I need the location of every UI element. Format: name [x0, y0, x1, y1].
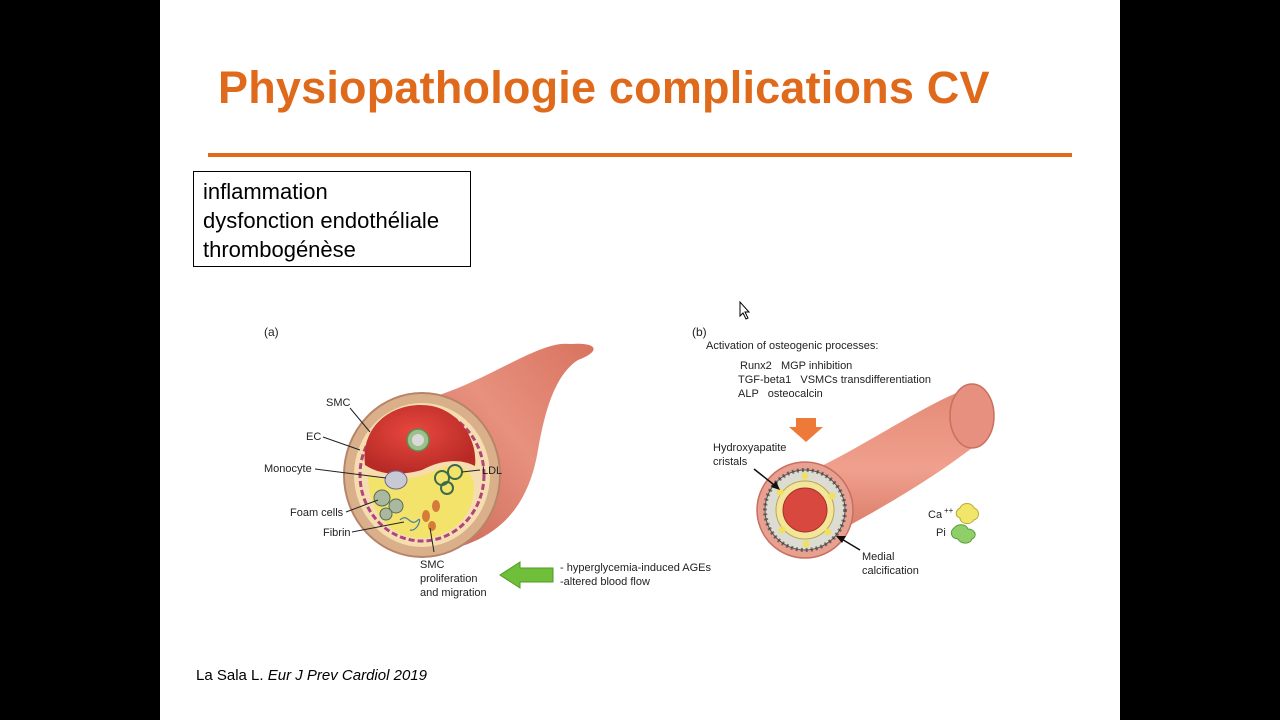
citation-author: La Sala L.	[196, 667, 264, 684]
monocyte-cell	[384, 470, 408, 490]
label-monocyte: Monocyte	[264, 463, 312, 475]
label-ldl: LDL	[482, 465, 502, 477]
arrowhead-hydroxyapatite	[771, 481, 780, 490]
mineral-mesh	[763, 468, 847, 552]
panel-b-label: (b)	[692, 325, 707, 339]
label-medial-2: calcification	[862, 565, 919, 577]
lumen-b	[782, 487, 828, 533]
citation-journal: Eur J Prev Cardiol 2019	[267, 667, 427, 684]
panel-b: (b) Activation of osteogenic processes: …	[692, 325, 995, 577]
title-underline	[208, 153, 1072, 157]
label-hydroxyapatite-2: cristals	[713, 456, 748, 468]
leader-fibrin	[351, 521, 405, 533]
fibrin-strands	[399, 517, 421, 531]
label-foam-cells: Foam cells	[290, 507, 344, 519]
label-smc: SMC	[326, 397, 351, 409]
crystal-5	[801, 472, 809, 480]
artery-end-b	[949, 383, 995, 449]
label-smc-prolif-2: proliferation	[420, 573, 477, 585]
label-ca: Ca	[928, 509, 943, 521]
box-line-endothelial-dysfunction: dysfonction endothéliale	[203, 208, 440, 233]
phosphate-ion-shape	[950, 524, 976, 544]
leader-monocyte	[314, 468, 387, 479]
label-ca-superscript: ++	[944, 506, 954, 515]
leader-smc-proliferation	[429, 527, 435, 553]
process-alp: ALP osteocalcin	[738, 388, 823, 400]
panel-a: (a)	[264, 325, 712, 599]
crystal-4	[778, 526, 786, 534]
mouse-cursor-icon	[739, 300, 751, 320]
crystal-6	[802, 540, 810, 548]
arrow-text-blood-flow: -altered blood flow	[560, 576, 650, 588]
label-ec: EC	[306, 431, 321, 443]
arrowhead-medial	[836, 536, 846, 543]
citation: La Sala L. Eur J Prev Cardiol 2019	[196, 667, 427, 684]
arrow-text-ages: - hyperglycemia-induced AGEs	[560, 562, 712, 574]
process-runx2: Runx2 MGP inhibition	[740, 360, 852, 372]
panel-a-label: (a)	[264, 325, 279, 339]
green-left-arrow	[499, 561, 554, 589]
osteogenic-header: Activation of osteogenic processes:	[706, 340, 878, 352]
pathophysiology-figure: (a)	[160, 280, 1120, 640]
label-pi: Pi	[936, 527, 946, 539]
foam-cell-1	[373, 489, 391, 507]
process-tgf-beta1: TGF-beta1 VSMCs transdifferentiation	[738, 374, 931, 386]
label-hydroxyapatite-1: Hydroxyapatite	[713, 442, 786, 454]
key-mechanisms-box: inflammation dysfonction endothéliale th…	[193, 171, 471, 267]
leader-foam-cells	[345, 499, 379, 513]
crystal-3	[824, 528, 832, 536]
box-line-thrombogenesis: thrombogénèse	[203, 237, 356, 262]
label-smc-prolif-1: SMC	[420, 559, 445, 571]
leader-ldl	[461, 469, 481, 473]
leader-smc	[349, 407, 371, 433]
label-fibrin: Fibrin	[323, 527, 351, 539]
smc-cell-1	[422, 510, 430, 522]
calcium-ion-shape	[955, 503, 979, 525]
slide-title: Physiopathologie complications CV	[218, 62, 990, 113]
foam-cell-3	[379, 507, 393, 521]
leukocyte-nucleus	[412, 434, 424, 446]
crystal-2	[828, 492, 836, 500]
label-smc-prolif-3: and migration	[420, 587, 487, 599]
box-line-inflammation: inflammation	[203, 179, 328, 204]
smc-cell-2	[432, 500, 440, 512]
smc-cell-3	[428, 521, 436, 531]
crystal-1	[776, 488, 784, 496]
orange-down-arrow	[789, 418, 823, 442]
leader-ec	[322, 436, 361, 451]
slide: Physiopathologie complications CV inflam…	[160, 0, 1120, 720]
foam-cell-2	[388, 498, 404, 514]
label-medial-1: Medial	[862, 551, 894, 563]
ldl-particle-3	[440, 481, 454, 495]
